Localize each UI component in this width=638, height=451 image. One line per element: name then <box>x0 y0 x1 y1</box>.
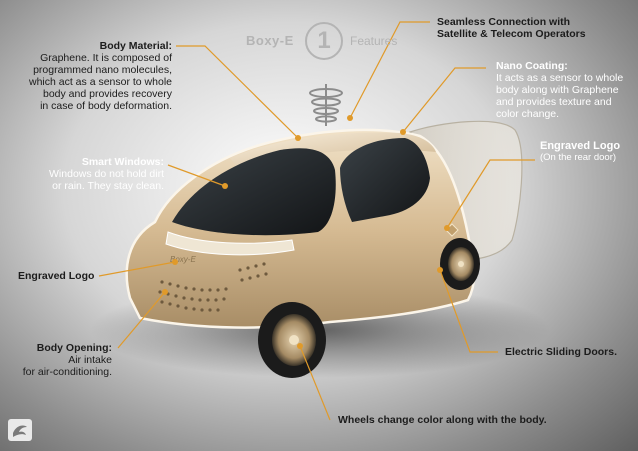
header-suffix: Features <box>350 34 398 48</box>
windshield <box>172 148 336 236</box>
callout-line: in case of body deformation. <box>40 100 172 112</box>
callout-line: body along with Graphene <box>496 84 619 96</box>
headlamp-band <box>165 231 295 256</box>
front-wheel <box>258 302 326 378</box>
header-number-badge: 1 <box>305 22 343 60</box>
brand-logo-icon <box>8 419 32 441</box>
callout-subtitle: (On the rear door) <box>540 152 617 163</box>
callout-title: Engraved Logo <box>18 270 95 282</box>
callout-wheels: Wheels change color along with the body. <box>338 414 598 426</box>
callout-line: It acts as a sensor to whole <box>496 72 624 84</box>
satellite-antenna-icon <box>309 84 343 126</box>
callout-line: body and provides recovery <box>43 88 172 100</box>
callout-engraved-logo-front: Engraved Logo <box>18 270 118 282</box>
callout-seamless-connection: Seamless Connection with Satellite & Tel… <box>437 16 627 40</box>
callout-line: and provides texture and <box>496 96 612 108</box>
callout-line: Satellite & Telecom Operators <box>437 28 586 40</box>
callout-title: Smart Windows: <box>81 156 164 168</box>
callout-line: color change. <box>496 108 560 120</box>
rear-wheel <box>440 238 480 290</box>
feature-header: Boxy-E 1 Features <box>246 18 406 62</box>
callout-body-opening: Body Opening: Air intake for air-conditi… <box>10 342 112 378</box>
callout-line: Air intake <box>68 354 112 366</box>
callout-line: for air-conditioning. <box>22 366 112 378</box>
side-window <box>340 138 430 222</box>
header-brand: Boxy-E <box>246 33 294 48</box>
callout-electric-sliding-doors: Electric Sliding Doors. <box>505 346 635 358</box>
callout-line: or rain. They stay clean. <box>52 180 164 192</box>
air-intake-dots <box>158 262 268 312</box>
callout-title: Body Material: <box>99 40 172 52</box>
car-front-badge: Boxy-E <box>170 255 196 264</box>
callout-title: Nano Coating: <box>496 60 568 72</box>
callout-title: Wheels change color along with the body. <box>338 414 547 426</box>
brand-logo-glyph <box>13 425 27 437</box>
callout-line: Windows do not hold dirt <box>49 168 164 180</box>
callout-line: programmed nano molecules, <box>33 64 172 76</box>
callout-body-material: Body Material: Graphene. It is composed … <box>16 40 172 112</box>
callout-endpoints <box>162 115 450 349</box>
callout-leader-lines <box>98 21 535 421</box>
callout-title: Electric Sliding Doors. <box>505 346 618 358</box>
callout-nano-coating: Nano Coating: It acts as a sensor to who… <box>496 60 634 120</box>
callout-line: which act as a sensor to whole <box>29 76 172 88</box>
callout-title: Body Opening: <box>36 342 112 354</box>
callout-title: Engraved Logo <box>540 140 621 152</box>
callout-smart-windows: Smart Windows: Windows do not hold dirt … <box>16 156 164 192</box>
callout-line: Graphene. It is composed of <box>40 52 172 64</box>
callout-line: Seamless Connection with <box>437 16 571 28</box>
callout-engraved-logo-rear: Engraved Logo (On the rear door) <box>540 140 636 164</box>
